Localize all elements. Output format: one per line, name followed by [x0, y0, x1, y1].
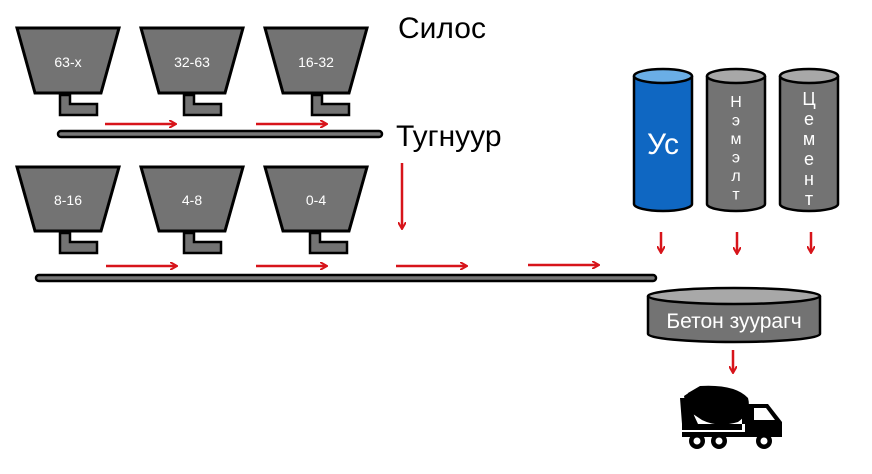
top-conveyor-belt [56, 129, 384, 139]
hopper-label: 8-16 [54, 192, 82, 208]
mixer-label: Бетон зуурагч [666, 310, 801, 333]
hopper-label: 4-8 [182, 192, 202, 208]
hopper-0-4: 0-4 [263, 165, 369, 255]
tank-label-letter: м [803, 129, 815, 149]
hopper-63-x: 63-x [15, 26, 121, 117]
hopper-label: 63-x [54, 54, 81, 70]
water-tank: Ус [632, 67, 694, 213]
hopper-16-32: 16-32 [263, 26, 369, 117]
concrete-mixer: Бетон зуурагч [646, 286, 822, 344]
tank-label-letter: Н [730, 94, 742, 111]
hopper-label: 16-32 [298, 54, 334, 70]
hopper-32-63: 32-63 [139, 26, 245, 117]
tank-label-letter: е [804, 109, 814, 129]
tank-label-letter: э [732, 150, 740, 167]
concrete-mixer-truck-icon [674, 383, 790, 449]
tank-label-letter: м [731, 131, 742, 148]
tank-label-letter: т [805, 189, 813, 209]
hopper-label: 0-4 [306, 192, 326, 208]
tank-label-letter: н [804, 169, 814, 189]
bottom-conveyor-belt [34, 273, 658, 283]
hopper-label: 32-63 [174, 54, 210, 70]
tank-label-letter: э [732, 113, 740, 130]
tank-label-letter: Ц [802, 89, 815, 109]
hopper-8-16: 8-16 [15, 165, 121, 255]
tank-label-letter: л [731, 168, 740, 185]
hopper-4-8: 4-8 [139, 165, 245, 255]
tank-label-letter: е [804, 149, 814, 169]
silo-label: Силос [398, 12, 486, 45]
conveyor-label: Тугнуур [396, 120, 502, 153]
tank-label-letter: т [732, 187, 740, 204]
tank-label: Ус [647, 128, 679, 161]
